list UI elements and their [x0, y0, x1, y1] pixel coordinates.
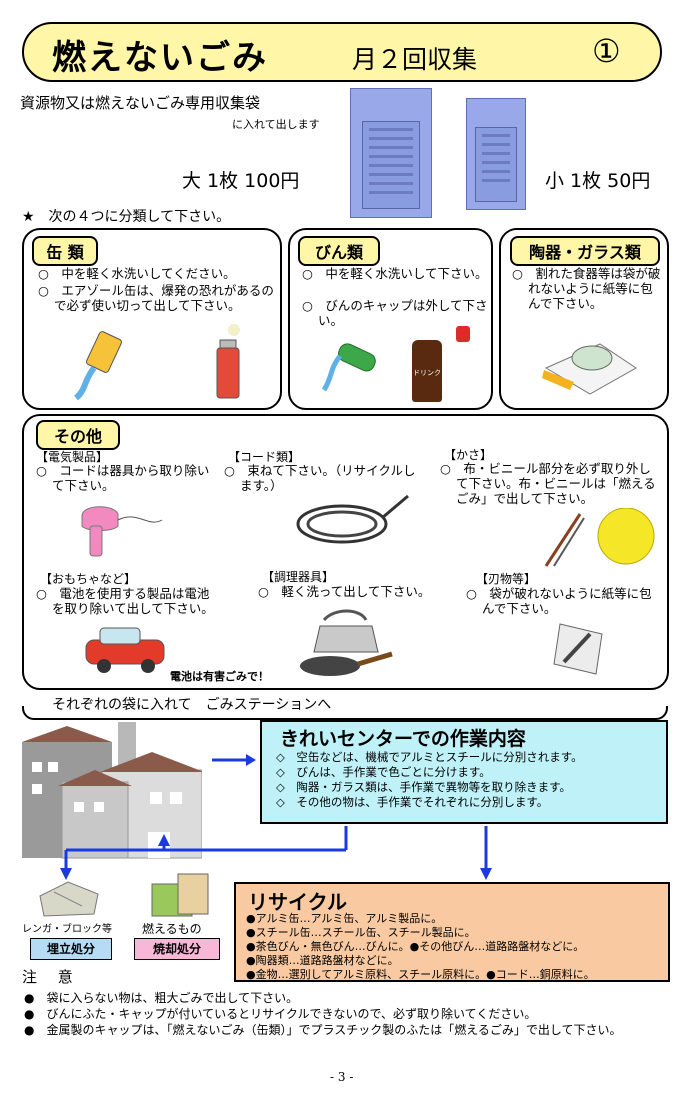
recycle-box: リサイクル ●アルミ缶…アルミ缶、アルミ製品に。 ●スチール缶…スチール缶、スチ… [234, 882, 670, 982]
kettle-pan-icon [300, 609, 393, 676]
classify-note: ★ 次の４つに分類して下さい。 [22, 209, 231, 225]
spray-can-icon [216, 324, 240, 399]
section-number: ① [592, 32, 621, 70]
bottles-tag: びん類 [298, 236, 380, 266]
bag-description-sub: に入れて出します [232, 118, 320, 131]
recycle-item: ●スチール缶…スチール缶、スチール製品に。 [246, 926, 476, 939]
cans-item: ○ エアゾール缶は、爆発の恐れがあるので必ず使い切って出して下さい。 [38, 283, 274, 313]
bottle-cap-icon [456, 326, 470, 342]
recycle-title: リサイクル [248, 890, 347, 914]
battery-warning: 電池は有害ごみで！ [170, 670, 269, 683]
drink-label: ドリンク [413, 369, 441, 377]
bottles-item: ○ びんのキャップは外して下さい。 [302, 298, 488, 328]
umbrella-heading: 【かさ】 [444, 448, 493, 462]
incineration-label: 焼却処分 [134, 938, 220, 960]
bottle-pouring-icon [321, 343, 376, 392]
landfill-label: 埋立処分 [30, 938, 112, 960]
drink-bottle-icon [412, 340, 442, 402]
center-title: きれいセンターでの作業内容 [280, 728, 526, 750]
can-pouring-icon [73, 331, 122, 401]
burnable-caption: 燃えるもの [142, 922, 202, 936]
flow-arrows [60, 754, 492, 880]
page-title: 燃えないごみ [52, 38, 268, 78]
collection-frequency: 月２回収集 [352, 45, 478, 74]
toys-heading: 【おもちゃなど】 [40, 572, 137, 586]
electric-text: ○ コードは器具から取り除いて下さい。 [36, 463, 210, 493]
page-number: - 3 - [330, 1070, 354, 1084]
large-bag-price: 大 1枚 100円 [182, 170, 300, 192]
caution-item: ● 袋に入らない物は、粗大ごみで出して下さい。 [24, 991, 299, 1005]
center-work-box: きれいセンターでの作業内容 ◇ 空缶などは、機械でアルミとスチールに分別されます… [260, 720, 668, 824]
cooking-heading: 【調理器具】 [262, 570, 335, 584]
factory-building-icon [22, 722, 202, 859]
bottles-item: ○ 中を軽く水洗いして下さい。 [302, 266, 488, 281]
hair-dryer-icon [81, 506, 163, 557]
caution-list: ● 袋に入らない物は、粗大ごみで出して下さい。 ● びんにふた・キャップが付いて… [24, 990, 670, 1038]
coiled-cord-icon [296, 494, 409, 544]
cord-heading: 【コード類】 [228, 450, 301, 464]
umbrella-icon [544, 508, 655, 567]
recycle-item: ●陶器類…道路路盤材などに。 [246, 954, 399, 967]
small-bag-price: 小 1枚 50円 [545, 170, 651, 192]
cooking-text: ○ 軽く洗って出して下さい。 [258, 584, 431, 599]
toys-text: ○ 電池を使用する製品は電池を取り除いて出して下さい。 [36, 586, 214, 616]
bag-description: 資源物又は燃えないごみ専用収集袋 [20, 94, 261, 112]
caution-title: 注 意 [22, 968, 81, 986]
blades-text: ○ 袋が破れないように紙等に包んで下さい。 [466, 586, 652, 616]
toy-car-icon [85, 627, 165, 673]
header-banner [22, 22, 662, 82]
ceramics-tag: 陶器・ガラス類 [510, 236, 660, 266]
caution-item: ● 金属製のキャップは、「燃えないごみ（缶類）」でプラスチック製のふたは「燃える… [24, 1023, 622, 1037]
center-item: ◇ 空缶などは、機械でアルミとスチールに分別されます。 [276, 750, 583, 764]
center-item: ◇ びんは、手作業で色ごとに分けます。 [276, 765, 491, 779]
electric-heading: 【電気製品】 [36, 450, 109, 464]
recycle-item: ●アルミ缶…アルミ缶、アルミ製品に。 [246, 912, 443, 925]
caution-item: ● びんにふた・キャップが付いているとリサイクルできないので、必ず取り除いてくだ… [24, 1007, 537, 1021]
station-banner: それぞれの袋に入れて ごみステーションへ [48, 694, 336, 714]
landfill-caption: レンガ・ブロック等 [22, 924, 112, 935]
recycle-item: ●金物…選別してアルミ原料、スチール原料に。●コード…銅原料に。 [246, 968, 595, 981]
wrapped-blades-icon [553, 623, 603, 675]
bricks-icon [39, 881, 99, 917]
center-item: ◇ 陶器・ガラス類は、手作業で異物等を取り除きます。 [276, 780, 571, 794]
center-item: ◇ その他の物は、手作業でそれぞれに分別します。 [276, 795, 549, 809]
cans-item: ○ 中を軽く水洗いしてください。 [38, 266, 236, 281]
large-bag-image [350, 88, 432, 218]
recycle-item: ●茶色びん・無色びん…びんに。●その他びん…道路路盤材などに。 [246, 940, 585, 953]
small-bag-image [466, 98, 526, 210]
burnable-icon [151, 873, 209, 917]
blades-heading: 【刃物等】 [476, 572, 537, 586]
cans-tag: 缶 類 [32, 236, 98, 266]
wrapped-ceramics-icon [542, 343, 637, 395]
cord-text: ○ 束ねて下さい。（リサイクルします。） [224, 463, 416, 493]
other-tag: その他 [36, 420, 120, 450]
umbrella-text: ○ 布・ビニール部分を必ず取り外して下さい。布・ビニールは「燃えるごみ」で出して… [440, 461, 656, 506]
ceramics-item: ○ 割れた食器等は袋が破れないように紙等に包んで下さい。 [512, 266, 661, 311]
